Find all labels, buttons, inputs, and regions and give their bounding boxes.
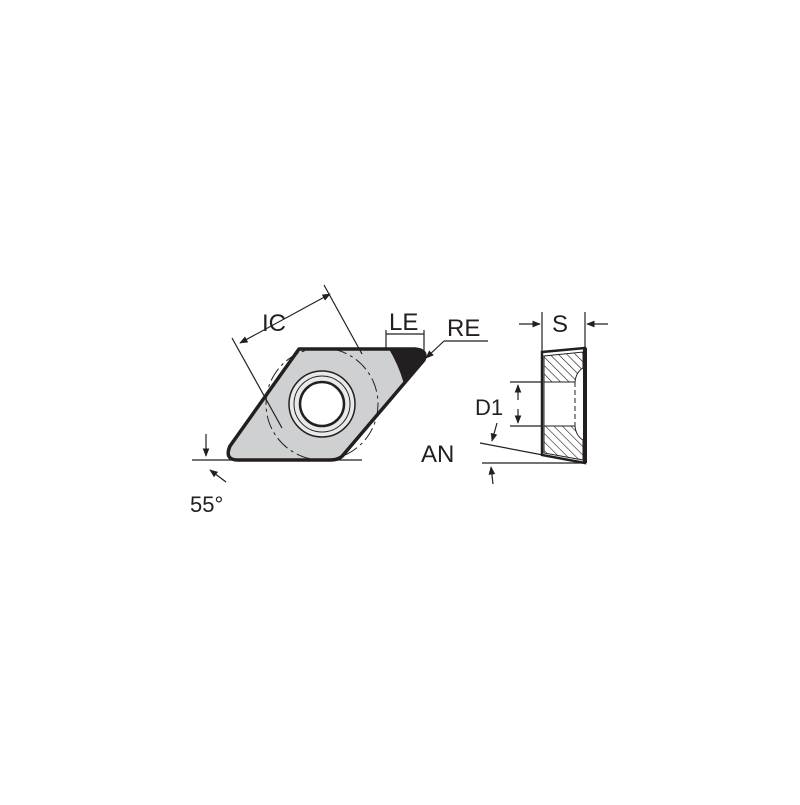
re-label: RE	[447, 315, 480, 342]
s-label: S	[552, 311, 568, 338]
section-hatch-top	[543, 351, 584, 383]
hole-inner	[298, 380, 346, 428]
angle-arrow-bottom	[209, 469, 227, 483]
cutting-edge-tip	[389, 349, 425, 384]
insert-side-view	[540, 346, 587, 465]
le-dimension	[385, 330, 425, 352]
insert-top-view	[226, 347, 427, 462]
re-leader	[425, 340, 488, 359]
ic-extension-left	[231, 337, 283, 429]
an-arrow-top	[490, 422, 498, 442]
an-dimension	[479, 422, 586, 485]
d1-label: D1	[475, 395, 503, 420]
le-label: LE	[389, 309, 418, 336]
d1-dimension	[510, 381, 543, 427]
s-dimension	[519, 312, 608, 352]
ic-label: IC	[262, 310, 286, 337]
an-flank-extension	[479, 442, 586, 464]
an-arrow-bottom	[488, 466, 496, 485]
angle-label: 55°	[190, 492, 223, 517]
ic-dimension-line	[239, 293, 331, 344]
ic-extension-right	[323, 284, 363, 355]
ic-dimension	[231, 284, 363, 429]
angle-dimension	[192, 434, 362, 483]
hole-ring	[293, 375, 351, 433]
an-label: AN	[421, 441, 454, 468]
